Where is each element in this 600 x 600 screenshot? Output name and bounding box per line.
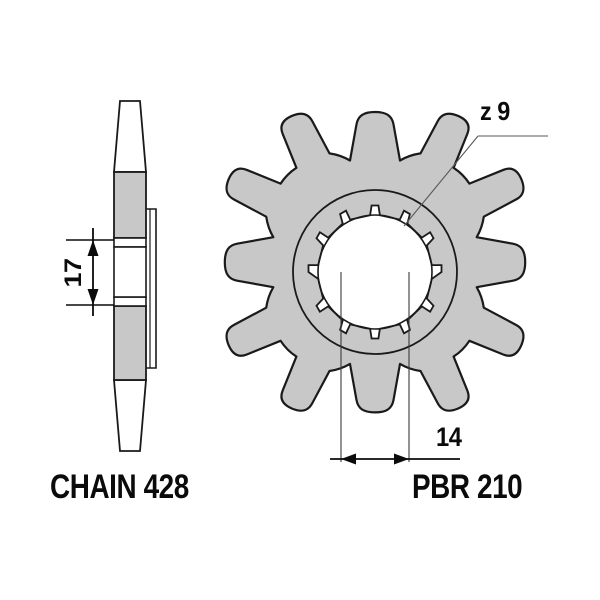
thickness-dimension-label: 17 <box>60 258 87 288</box>
side-step-lower <box>113 296 147 307</box>
dimension-arrow-17-top <box>87 240 99 256</box>
part-number-label: PBR 210 <box>412 468 523 506</box>
side-body-lower <box>113 305 147 381</box>
dimension-arrow-14-left <box>341 453 356 465</box>
spline-root-circle <box>317 214 433 330</box>
dimension-arrow-17-bottom <box>87 289 99 305</box>
hub-circle <box>292 189 458 355</box>
chain-spec-label: CHAIN 428 <box>50 468 189 506</box>
side-tooth-top <box>113 100 147 173</box>
front-view <box>223 110 548 465</box>
side-body-upper <box>113 171 147 239</box>
dimension-arrow-14-right <box>394 453 409 465</box>
leader-line-z9 <box>403 135 479 227</box>
spline-count-label: z 9 <box>480 96 510 126</box>
side-boss-outline <box>146 208 157 369</box>
side-step-upper <box>113 237 147 248</box>
width-dimension-label: 14 <box>436 422 462 452</box>
side-hub-band <box>113 246 147 298</box>
side-view <box>66 100 157 452</box>
side-tooth-bottom <box>113 379 147 452</box>
